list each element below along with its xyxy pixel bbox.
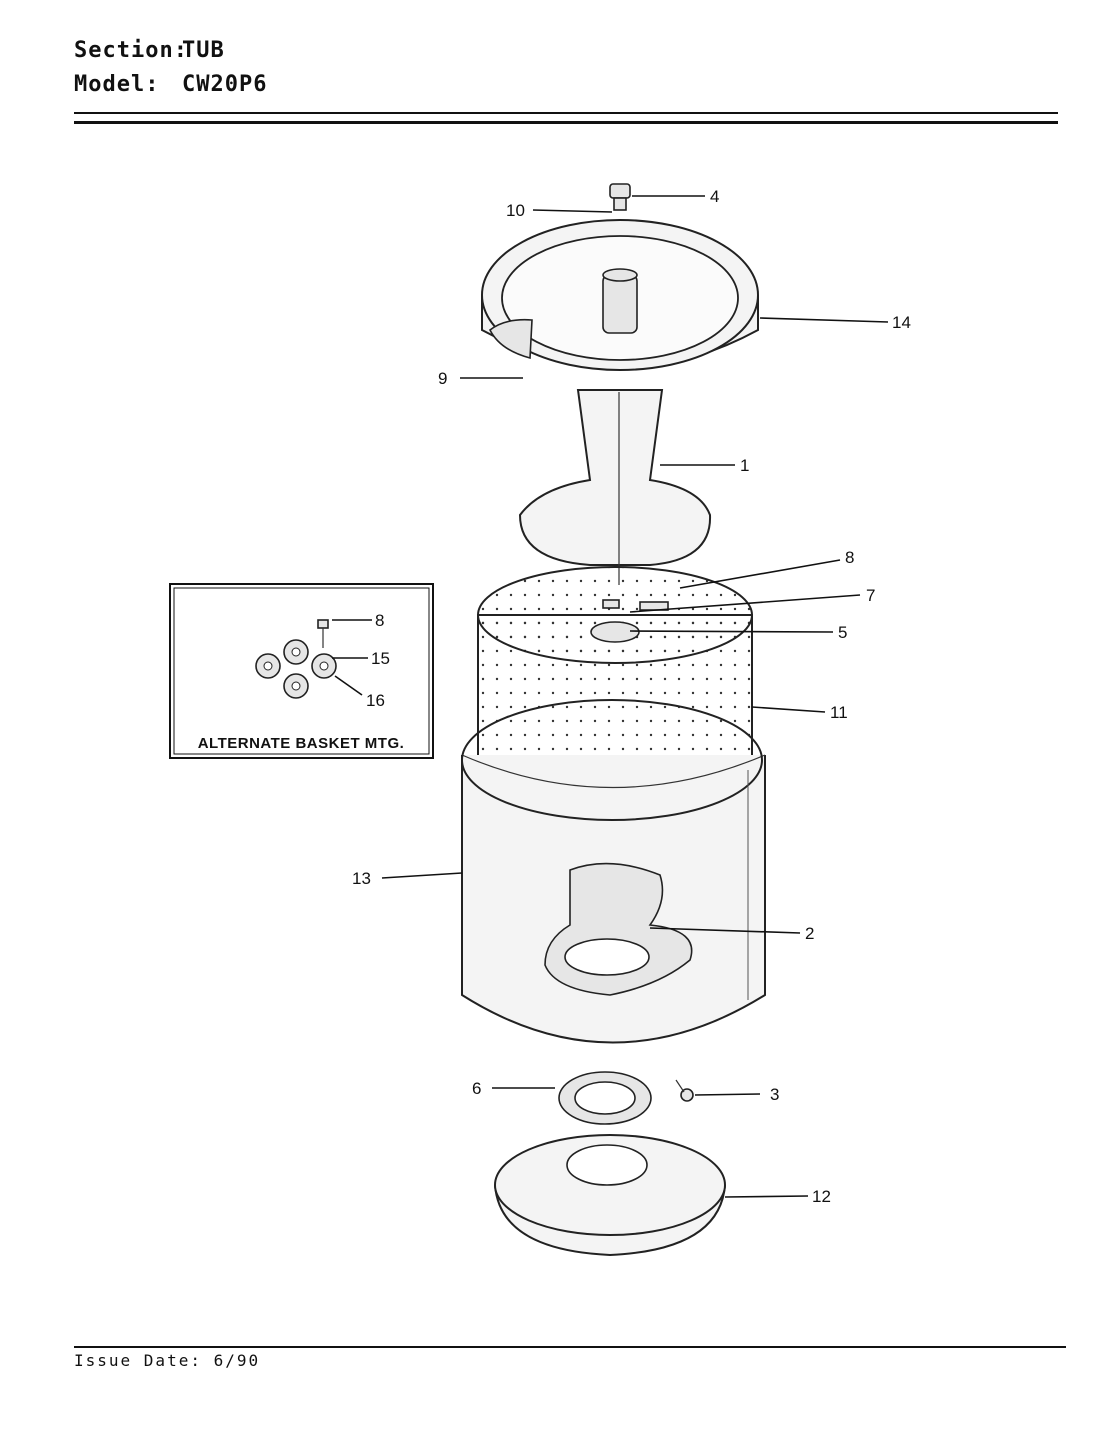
issue-date: Issue Date: 6/90 [74, 1351, 260, 1370]
callout-3: 3 [770, 1085, 779, 1104]
callout-5: 5 [838, 623, 847, 642]
callout-10: 10 [506, 201, 525, 220]
callout-8: 8 [845, 548, 854, 567]
callout-12: 12 [812, 1187, 831, 1206]
part-12-base-plate [494, 1134, 726, 1257]
callout-labels: 1 2 3 4 5 6 7 8 9 10 11 12 13 14 8 15 16 [352, 187, 911, 1206]
callout-11: 11 [830, 703, 848, 722]
footer-rule [74, 1346, 1066, 1348]
issue-date-value: 6/90 [213, 1351, 261, 1370]
alternate-basket-inset: ALTERNATE BASKET MTG. [169, 583, 434, 759]
section-key: Section: [74, 38, 188, 63]
model-key: Model: [74, 72, 160, 97]
part-1-hub [518, 268, 712, 585]
section-heading: Section:TUB [74, 38, 225, 63]
inset-label: ALTERNATE BASKET MTG. [198, 735, 405, 752]
header-rule-thin [74, 112, 1058, 114]
callout-16: 16 [366, 691, 385, 710]
callout-inset-8: 8 [375, 611, 384, 630]
part-4-cap [609, 183, 631, 211]
part-6-gasket [558, 1071, 652, 1125]
callout-9: 9 [438, 369, 447, 388]
model-heading: Model: CW20P6 [74, 72, 267, 97]
issue-date-label: Issue Date: [74, 1351, 202, 1370]
header-rule-thick [74, 121, 1058, 124]
leader-lines [332, 195, 889, 1198]
callout-15: 15 [371, 649, 390, 668]
callout-1: 1 [740, 456, 749, 475]
callout-2: 2 [805, 924, 814, 943]
callout-4: 4 [710, 187, 719, 206]
callout-6: 6 [472, 1079, 481, 1098]
callout-7: 7 [866, 586, 875, 605]
callout-14: 14 [892, 313, 911, 332]
part-13-outer-tub [461, 699, 766, 1044]
part-3-screw [675, 1079, 694, 1102]
section-value: TUB [182, 38, 225, 63]
model-value: CW20P6 [182, 72, 268, 97]
callout-13: 13 [352, 869, 371, 888]
